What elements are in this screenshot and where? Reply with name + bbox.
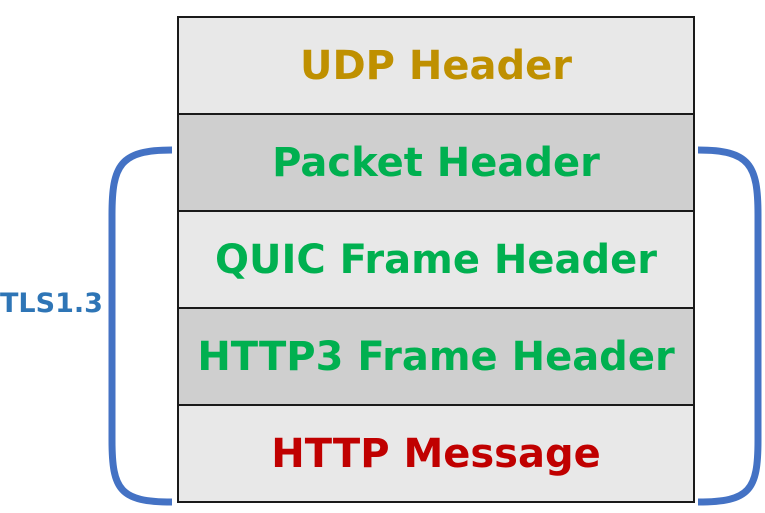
- protocol-stack: UDP Header Packet Header QUIC Frame Head…: [177, 16, 695, 503]
- layer-http-message: HTTP Message: [179, 404, 693, 501]
- left-bracket: [108, 146, 173, 506]
- tls-label: TLS1.3: [0, 288, 103, 319]
- layer-http3-frame-header: HTTP3 Frame Header: [179, 307, 693, 404]
- right-bracket: [697, 146, 762, 506]
- layer-udp-header: UDP Header: [179, 18, 693, 113]
- layer-packet-header: Packet Header: [179, 113, 693, 210]
- layer-quic-frame-header: QUIC Frame Header: [179, 210, 693, 307]
